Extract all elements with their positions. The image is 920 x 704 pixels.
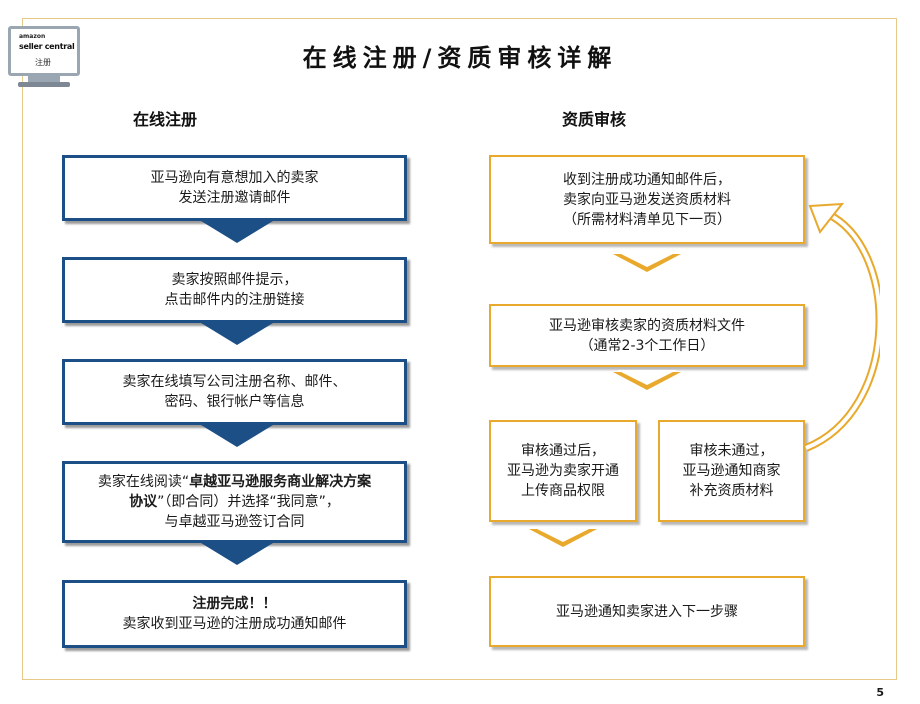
page-title: 在线注册/资质审核详解: [302, 44, 618, 72]
left-step-4-line1: 卖家在线阅读“卓越亚马逊服务商业解决方案: [98, 472, 371, 492]
agreement-name: 卓越亚马逊服务商业解决方案: [189, 474, 372, 490]
down-arrow-7: [529, 527, 597, 547]
left-step-2-line2: 点击邮件内的注册链接: [164, 292, 305, 308]
monitor-icon: amazon seller central 注册: [8, 26, 80, 76]
down-arrow-6: [613, 370, 681, 390]
right-step-2: 亚马逊审核卖家的资质材料文件 （通常2-3个工作日）: [489, 304, 805, 367]
logo-register-text: 注册: [35, 58, 51, 67]
left-step-1-line2: 发送注册邀请邮件: [178, 190, 291, 206]
right-step-1-line2: 卖家向亚马逊发送资质材料: [563, 191, 731, 208]
down-arrow-4: [201, 543, 273, 565]
right-step-1-line1: 收到注册成功通知邮件后，: [563, 171, 731, 188]
feedback-arrow-shaft-outline: [804, 210, 880, 452]
logo-seller-central-text: seller central: [19, 42, 75, 51]
feedback-arrow-head: [808, 202, 845, 235]
down-arrow-1: [201, 221, 273, 243]
left-step-3-line2: 密码、银行帐户等信息: [164, 394, 305, 410]
left-step-4-line2: 协议”（即合同）并选择“我同意”，: [129, 492, 340, 512]
right-column-heading: 资质审核: [562, 110, 627, 129]
review-failed-line2: 亚马逊通知商家: [682, 463, 781, 479]
page-number: 5: [876, 686, 884, 699]
down-arrow-5: [613, 252, 681, 272]
review-failed-box: 审核未通过， 亚马逊通知商家 补充资质材料: [658, 420, 805, 522]
review-failed-line1: 审核未通过，: [689, 443, 774, 459]
review-failed-line3: 补充资质材料: [689, 483, 774, 499]
left-step-1-line1: 亚马逊向有意想加入的卖家: [150, 170, 319, 186]
down-arrow-2: [201, 323, 273, 345]
right-step-2-line1: 亚马逊审核卖家的资质材料文件: [549, 317, 745, 334]
right-final-step: 亚马逊通知卖家进入下一步骤: [489, 576, 805, 647]
left-step-4-line2-b: ”（即合同）并选择“我同意”，: [157, 494, 340, 510]
review-passed-line1: 审核通过后，: [521, 443, 605, 459]
right-step-1: 收到注册成功通知邮件后， 卖家向亚马逊发送资质材料 （所需材料清单见下一页）: [489, 155, 805, 244]
monitor-base: [18, 82, 70, 87]
logo-amazon-text: amazon: [19, 33, 46, 40]
feedback-arrow-shaft: [805, 212, 880, 450]
left-step-2-line1: 卖家按照邮件提示，: [171, 272, 298, 288]
left-column-heading: 在线注册: [133, 110, 198, 129]
feedback-curved-arrow: [804, 202, 880, 452]
right-step-1-line3: （所需材料清单见下一页）: [563, 211, 731, 228]
review-passed-line2: 亚马逊为卖家开通: [507, 463, 619, 479]
agreement-name-end: 协议: [129, 494, 158, 510]
seller-central-logo: amazon seller central 注册: [6, 26, 82, 92]
slide-frame: [22, 18, 897, 680]
monitor-stand: [28, 76, 60, 82]
left-step-3: 卖家在线填写公司注册名称、邮件、 密码、银行帐户等信息: [62, 359, 407, 425]
left-step-3-line1: 卖家在线填写公司注册名称、邮件、: [122, 374, 347, 390]
left-step-4: 卖家在线阅读“卓越亚马逊服务商业解决方案 协议”（即合同）并选择“我同意”， 与…: [62, 461, 407, 543]
right-step-2-line2: （通常2-3个工作日）: [579, 337, 715, 354]
review-passed-box: 审核通过后， 亚马逊为卖家开通 上传商品权限: [489, 420, 637, 522]
left-step-5-line2: 卖家收到亚马逊的注册成功通知邮件: [122, 616, 347, 632]
left-step-1: 亚马逊向有意想加入的卖家 发送注册邀请邮件: [62, 155, 407, 221]
left-step-2: 卖家按照邮件提示， 点击邮件内的注册链接: [62, 257, 407, 323]
down-arrow-3: [201, 425, 273, 447]
left-step-4-line1-a: 卖家在线阅读“: [97, 474, 190, 490]
left-step-5: 注册完成！！ 卖家收到亚马逊的注册成功通知邮件: [62, 580, 407, 648]
right-final-line1: 亚马逊通知卖家进入下一步骤: [556, 603, 738, 620]
left-step-4-line3: 与卓越亚马逊签订合同: [164, 514, 305, 530]
registration-complete-text: 注册完成！！: [192, 596, 277, 612]
review-passed-line3: 上传商品权限: [521, 483, 605, 499]
